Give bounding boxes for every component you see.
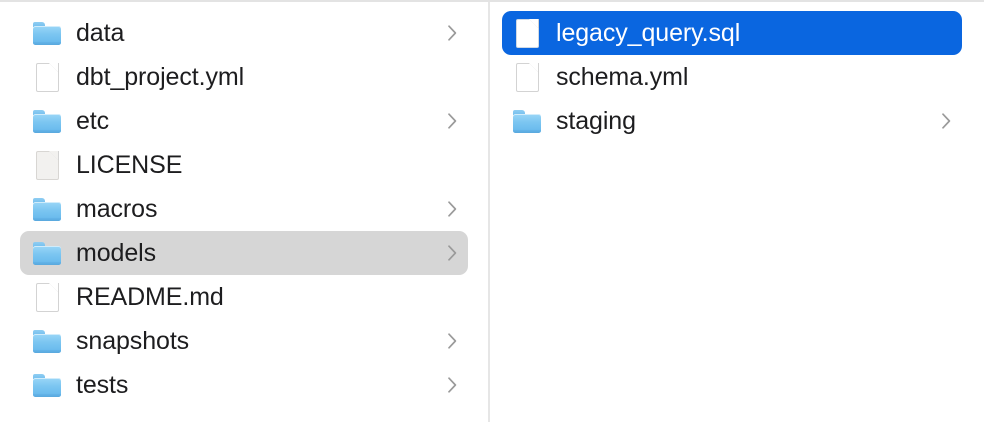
- file-row[interactable]: snapshots: [20, 319, 468, 363]
- file-name-label: legacy_query.sql: [556, 19, 741, 47]
- file-row[interactable]: data: [20, 11, 468, 55]
- folder-icon: [32, 105, 62, 137]
- file-name-label: macros: [76, 195, 158, 223]
- folder-icon: [32, 369, 62, 401]
- finder-column-2[interactable]: legacy_query.sql schema.yml staging: [490, 2, 984, 422]
- file-row[interactable]: README.md: [20, 275, 468, 319]
- file-name-label: data: [76, 19, 125, 47]
- chevron-right-icon: [447, 112, 458, 130]
- chevron-right-icon: [941, 112, 952, 130]
- folder-icon: [32, 325, 62, 357]
- document-icon: [512, 17, 542, 49]
- chevron-right-icon: [447, 200, 458, 218]
- chevron-right-icon: [447, 376, 458, 394]
- file-row[interactable]: tests: [20, 363, 468, 407]
- file-name-label: schema.yml: [556, 63, 689, 91]
- file-row[interactable]: legacy_query.sql: [502, 11, 962, 55]
- file-name-label: etc: [76, 107, 110, 135]
- chevron-right-icon: [447, 332, 458, 350]
- file-name-label: models: [76, 239, 156, 267]
- folder-icon: [512, 105, 542, 137]
- file-name-label: LICENSE: [76, 151, 183, 179]
- document-icon: [512, 61, 542, 93]
- file-row[interactable]: staging: [502, 99, 962, 143]
- file-name-label: README.md: [76, 283, 224, 311]
- generic-file-icon: [32, 149, 62, 181]
- file-row[interactable]: dbt_project.yml: [20, 55, 468, 99]
- file-row[interactable]: LICENSE: [20, 143, 468, 187]
- file-name-label: dbt_project.yml: [76, 63, 245, 91]
- chevron-right-icon: [447, 244, 458, 262]
- file-row[interactable]: models: [20, 231, 468, 275]
- file-row[interactable]: macros: [20, 187, 468, 231]
- file-name-label: tests: [76, 371, 129, 399]
- document-icon: [32, 281, 62, 313]
- chevron-right-icon: [447, 24, 458, 42]
- folder-icon: [32, 237, 62, 269]
- file-name-label: staging: [556, 107, 636, 135]
- folder-icon: [32, 193, 62, 225]
- document-icon: [32, 61, 62, 93]
- file-row[interactable]: schema.yml: [502, 55, 962, 99]
- file-row[interactable]: etc: [20, 99, 468, 143]
- folder-icon: [32, 17, 62, 49]
- file-name-label: snapshots: [76, 327, 190, 355]
